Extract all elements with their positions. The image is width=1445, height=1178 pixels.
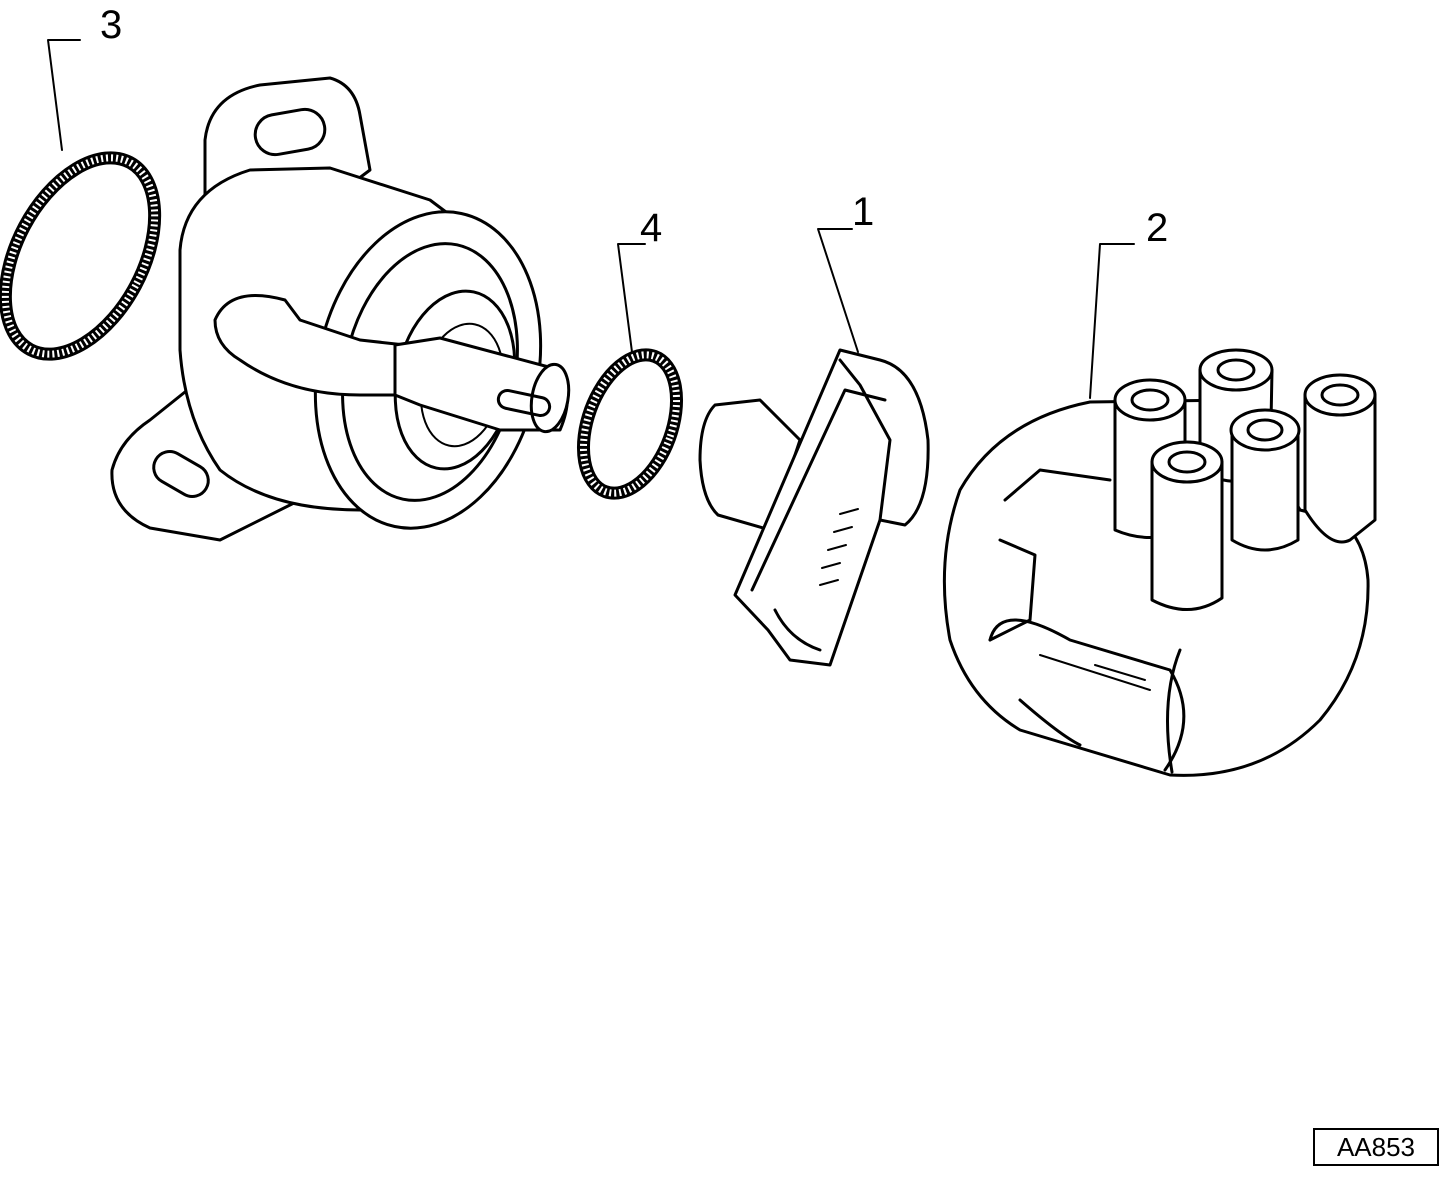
leader-line-1 — [817, 228, 859, 353]
gasket-ring-small — [576, 348, 684, 500]
callout-part-4: 4 — [640, 206, 663, 250]
leader-line-4 — [617, 243, 646, 353]
reference-code-label: AA853 — [1313, 1128, 1439, 1166]
leader-line-2 — [1089, 243, 1135, 399]
callout-part-3: 3 — [100, 3, 123, 47]
rotor-arm — [698, 348, 930, 667]
distributor-housing — [110, 76, 571, 542]
distributor-cap — [942, 348, 1377, 777]
callout-part-2: 2 — [1146, 206, 1169, 250]
gasket-ring-large — [0, 151, 162, 361]
leader-line-3 — [47, 39, 81, 151]
callout-part-1: 1 — [852, 190, 875, 234]
